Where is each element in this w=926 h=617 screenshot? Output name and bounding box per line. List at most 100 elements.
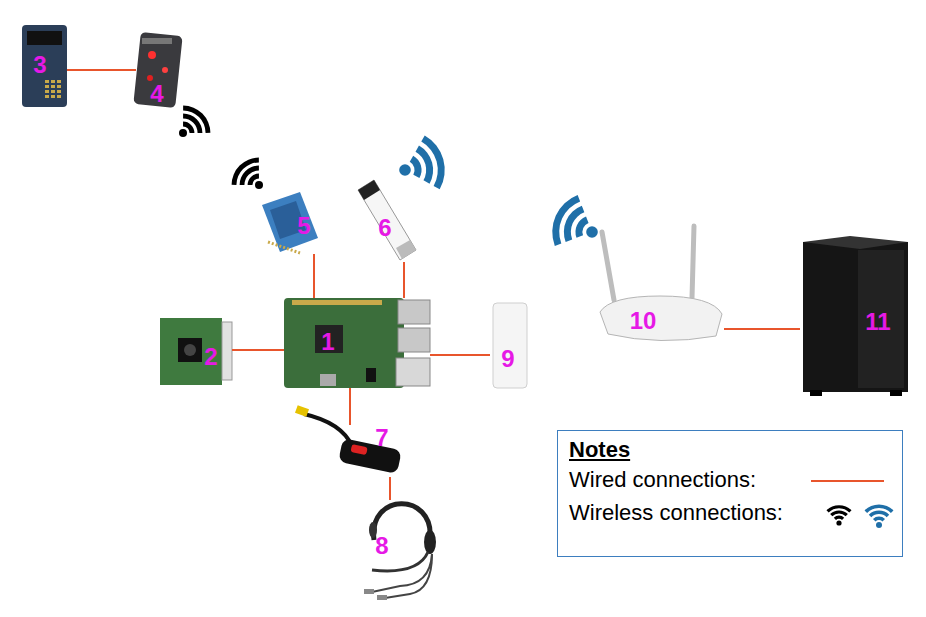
device-node: 9 xyxy=(490,303,528,389)
wireless-arc xyxy=(826,505,851,512)
wireless-symbol xyxy=(552,195,598,246)
powerbank-body xyxy=(493,303,527,388)
callout-number: 10 xyxy=(630,309,657,333)
callout-number: 1 xyxy=(321,330,334,354)
headset-ear xyxy=(424,530,436,554)
device-node: 4 xyxy=(136,33,180,107)
device-node: 11 xyxy=(800,236,912,398)
callout-number: 11 xyxy=(865,310,890,334)
callout-number: 4 xyxy=(150,82,163,106)
wire-connector xyxy=(389,477,391,500)
wireless-dot xyxy=(876,522,882,528)
wireless-arc xyxy=(410,156,422,178)
callout-number: 5 xyxy=(297,214,310,238)
camera-board xyxy=(160,318,222,385)
camera-lens xyxy=(178,338,202,362)
legend-box: NotesWired connections: Wireless connecti… xyxy=(557,430,903,557)
wireless-symbol xyxy=(179,106,210,137)
dosimeter-key xyxy=(57,90,61,93)
dosimeter-display xyxy=(27,31,62,45)
dongle-body xyxy=(358,180,416,260)
pi-chip xyxy=(315,325,343,353)
reader-body xyxy=(133,32,182,108)
dosimeter-key xyxy=(45,85,49,88)
xbee-pins xyxy=(268,242,300,253)
wire-connector xyxy=(349,388,351,425)
device-node: 8 xyxy=(362,500,434,600)
reader-led xyxy=(148,51,156,59)
pi-ethernet xyxy=(396,358,430,386)
wireless-dot xyxy=(586,226,598,238)
headset-plug xyxy=(377,595,387,600)
device-node: 3 xyxy=(22,25,67,107)
dosimeter-key xyxy=(57,85,61,88)
adapter-stripe xyxy=(350,444,367,455)
callout-number: 6 xyxy=(378,216,391,240)
wireless-arc xyxy=(830,510,848,516)
headset-cable xyxy=(385,554,432,598)
wireless-arc xyxy=(834,516,844,520)
pi-usb xyxy=(398,328,430,352)
dosimeter-key xyxy=(45,90,49,93)
usb-plug xyxy=(295,405,309,417)
callout-number: 2 xyxy=(204,345,217,369)
device-node: 2 xyxy=(160,318,232,385)
wireless-symbol xyxy=(826,505,851,525)
pi-usb xyxy=(398,300,430,324)
reader-label xyxy=(142,38,172,44)
wireless-arc xyxy=(232,158,259,185)
dosimeter-key xyxy=(57,80,61,83)
wire-connector xyxy=(403,262,405,298)
device-node: 6 xyxy=(357,163,417,262)
pc-front xyxy=(858,250,904,388)
wire-connector xyxy=(232,349,284,351)
device-node: 5 xyxy=(258,192,318,254)
wireless-arc xyxy=(869,510,889,517)
pi-board xyxy=(284,298,404,388)
pc-foot xyxy=(810,390,822,396)
callout-number: 8 xyxy=(375,534,388,558)
wire-connector xyxy=(430,354,490,356)
wireless-arc xyxy=(575,217,588,238)
pi-audio xyxy=(366,368,376,382)
pi-hdmi xyxy=(320,374,336,386)
dosimeter-key xyxy=(51,95,55,98)
wireless-dot xyxy=(255,181,263,189)
wireless-symbol xyxy=(232,158,263,189)
callout-number: 9 xyxy=(501,347,514,371)
headset-plug xyxy=(364,589,374,594)
pc-top xyxy=(803,236,908,249)
pc-foot xyxy=(890,390,902,396)
camera-glass xyxy=(184,344,196,356)
wireless-arc xyxy=(564,206,584,242)
legend-title: Notes xyxy=(569,439,630,461)
wireless-arc xyxy=(183,106,210,133)
wireless-arc xyxy=(873,516,885,521)
dosimeter-key xyxy=(57,95,61,98)
wireless-arc xyxy=(421,136,444,190)
dosimeter-key xyxy=(51,85,55,88)
pi-gpio xyxy=(292,300,382,305)
wireless-arc xyxy=(552,195,580,246)
wireless-symbol xyxy=(399,136,445,190)
wireless-dot xyxy=(836,520,841,525)
wireless-dot xyxy=(399,164,411,176)
dosimeter-key xyxy=(51,90,55,93)
wireless-symbol xyxy=(865,504,894,528)
wire-connector xyxy=(67,69,136,71)
dongle-cap xyxy=(358,180,380,200)
adapter-body xyxy=(338,438,402,474)
router-body xyxy=(600,296,722,341)
pc-body xyxy=(803,242,908,392)
legend-text: Wireless connections: xyxy=(569,502,783,524)
wireless-arc xyxy=(865,504,894,512)
reader-led xyxy=(162,67,168,73)
dosimeter-key xyxy=(51,80,55,83)
legend-text: Wired connections: xyxy=(569,469,756,491)
device-node: 1 xyxy=(284,298,430,388)
xbee-board xyxy=(262,192,318,252)
callout-number: 7 xyxy=(375,426,388,450)
wireless-arc xyxy=(416,146,434,184)
legend-wire-sample xyxy=(811,480,884,482)
